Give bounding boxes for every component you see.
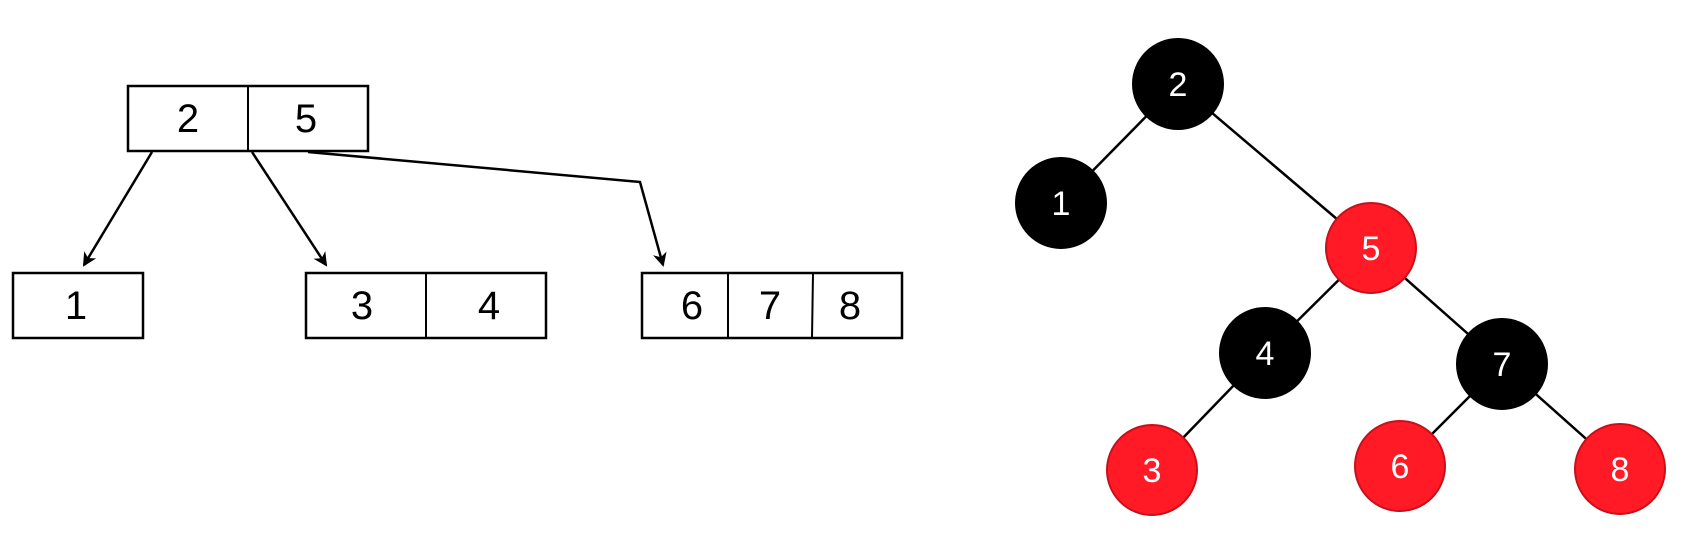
black-node-circle (1219, 307, 1311, 399)
btree-leaf-node: 3 4 (304, 271, 548, 340)
btree-key: 2 (177, 97, 199, 141)
btree-leaf-node: 6 7 8 (640, 271, 904, 340)
rbtree-node-2: 2 (1132, 38, 1224, 130)
rbtree-node-1: 1 (1015, 157, 1107, 249)
btree-key: 4 (478, 284, 500, 328)
rbtree-node-8: 8 (1574, 423, 1666, 515)
rbtree-node-4: 4 (1219, 307, 1311, 399)
rbtree-nodes: 2 1 5 4 7 3 6 8 (1015, 38, 1666, 516)
btree-leaf-node: 1 (11, 271, 145, 340)
btree-edge-root-to-6-7-8 (307, 150, 667, 267)
red-node-circle (1354, 420, 1446, 512)
red-node-circle (1574, 423, 1666, 515)
rbtree-node-key: 8 (1611, 451, 1630, 489)
rbtree-node-key: 2 (1169, 66, 1188, 104)
rbtree-node-key: 1 (1052, 185, 1071, 223)
rbtree-node-7: 7 (1456, 318, 1548, 410)
rbtree-node-key: 5 (1362, 230, 1381, 268)
rbtree-node-6: 6 (1354, 420, 1446, 512)
btree-root-node: 2 5 (126, 84, 370, 153)
rbtree-node-5: 5 (1325, 202, 1417, 294)
rbtree-node-3: 3 (1106, 424, 1198, 516)
btree-key: 6 (681, 284, 703, 328)
btree: 2 5 1 3 4 6 7 8 (11, 84, 904, 340)
btree-key: 7 (759, 284, 781, 328)
btree-key: 8 (839, 284, 861, 328)
rbtree-node-key: 7 (1493, 346, 1512, 384)
btree-edge-root-to-3-4 (250, 151, 328, 267)
rbtree-node-key: 3 (1143, 452, 1162, 490)
black-node-circle (1456, 318, 1548, 410)
rbtree-node-key: 6 (1391, 448, 1410, 486)
red-node-circle (1106, 424, 1198, 516)
btree-key: 1 (65, 284, 87, 328)
black-node-circle (1015, 157, 1107, 249)
btree-edge-root-to-1 (82, 151, 154, 267)
rbtree-node-key: 4 (1256, 335, 1275, 373)
btree-key: 3 (351, 284, 373, 328)
btree-key: 5 (295, 97, 317, 141)
black-node-circle (1132, 38, 1224, 130)
red-node-circle (1325, 202, 1417, 294)
